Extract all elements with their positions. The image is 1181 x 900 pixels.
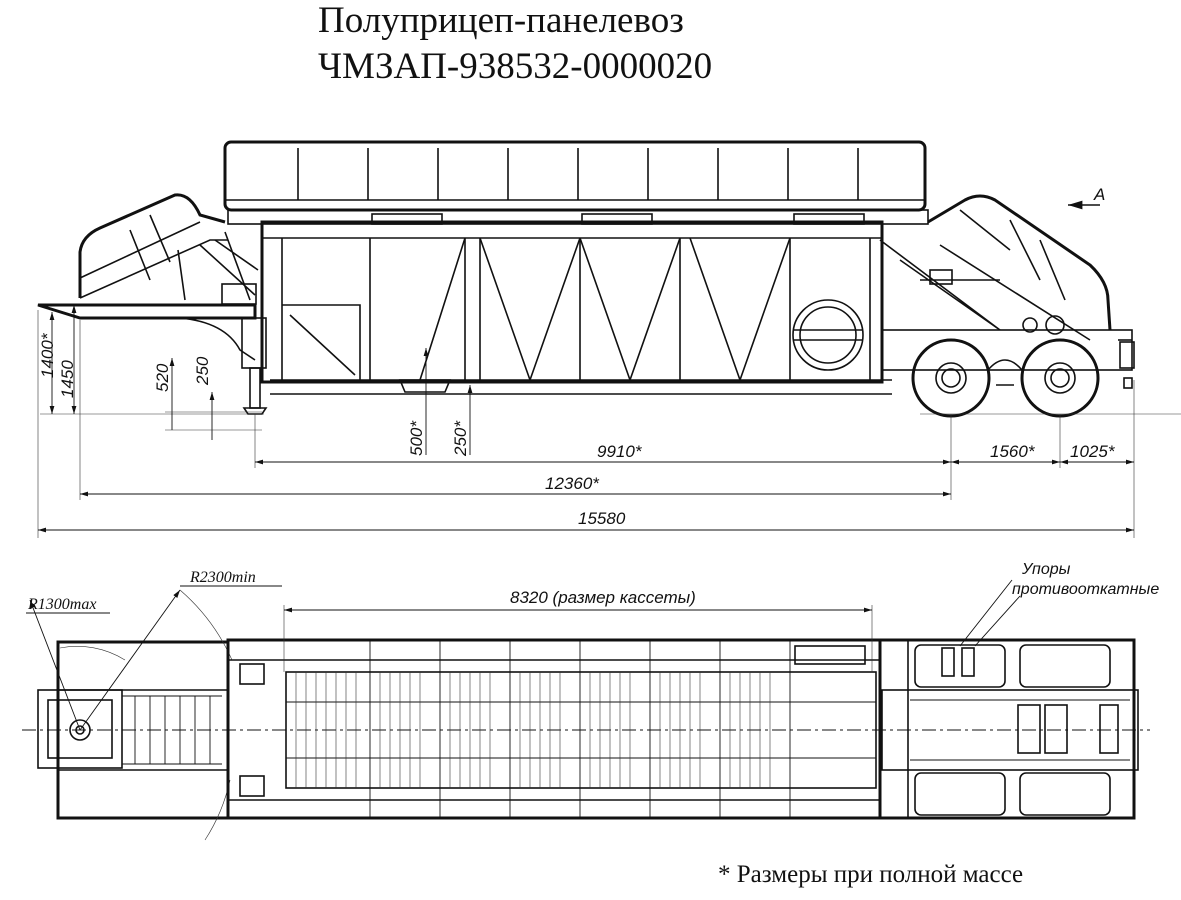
main-frame	[260, 220, 892, 395]
side-view: A 1400* 1450 520 250 500* 250*	[37, 140, 1181, 538]
dim-500: 500*	[407, 420, 426, 456]
cassette-dimension: 8320 (размер кассеты)	[283, 588, 873, 672]
front-ramp	[78, 193, 259, 305]
drawing-title-line2: ЧМЗАП-938532-0000020	[318, 46, 712, 87]
chocks-label-line2: противооткатные	[1012, 581, 1159, 598]
radius-max-label: R1300max	[27, 596, 96, 613]
dim-520: 520	[153, 363, 172, 392]
cassette-dim-label: 8320 (размер кассеты)	[510, 588, 696, 607]
dim-15580: 15580	[578, 509, 626, 528]
turning-radii: R1300max R2300min	[26, 569, 282, 841]
dim-250b: 250*	[451, 420, 470, 457]
view-marker-label: A	[1093, 185, 1105, 204]
spare-wheel	[792, 299, 864, 371]
wheel-chocks: Упоры противооткатные	[941, 561, 1159, 677]
rear-ramp	[879, 194, 1112, 341]
chocks-label-line1: Упоры	[1021, 561, 1071, 578]
rear-axle-wheel-2	[1020, 338, 1100, 418]
dim-1400: 1400*	[38, 332, 57, 378]
top-view: R1300max R2300min 8320 (размер кассет	[22, 561, 1159, 841]
dim-9910: 9910*	[597, 442, 643, 461]
horizontal-dims: 9910* 1560* 1025* 12360* 15580	[37, 310, 1135, 538]
dim-1450: 1450	[58, 360, 77, 398]
vertical-dims-left: 1400* 1450 520 250	[38, 305, 264, 440]
rear-chassis	[881, 329, 1135, 389]
vertical-dims-middle: 500* 250*	[407, 348, 473, 457]
drawing-title-line1: Полуприцеп-панелевоз	[318, 0, 684, 41]
dim-12360: 12360*	[545, 474, 600, 493]
top-cassette-frame	[223, 140, 929, 225]
dim-1025: 1025*	[1070, 442, 1116, 461]
radius-min-label: R2300min	[189, 569, 256, 586]
dim-1560: 1560*	[990, 442, 1036, 461]
dim-250: 250	[193, 356, 212, 386]
top-main-body	[226, 638, 882, 820]
gooseneck-beam	[37, 303, 267, 369]
rear-axle-wheel-1	[911, 338, 991, 418]
footnote: * Размеры при полной массе	[718, 861, 1023, 888]
top-rear-section	[878, 638, 1139, 820]
view-marker: A	[1068, 185, 1105, 210]
suspension	[987, 359, 1023, 386]
